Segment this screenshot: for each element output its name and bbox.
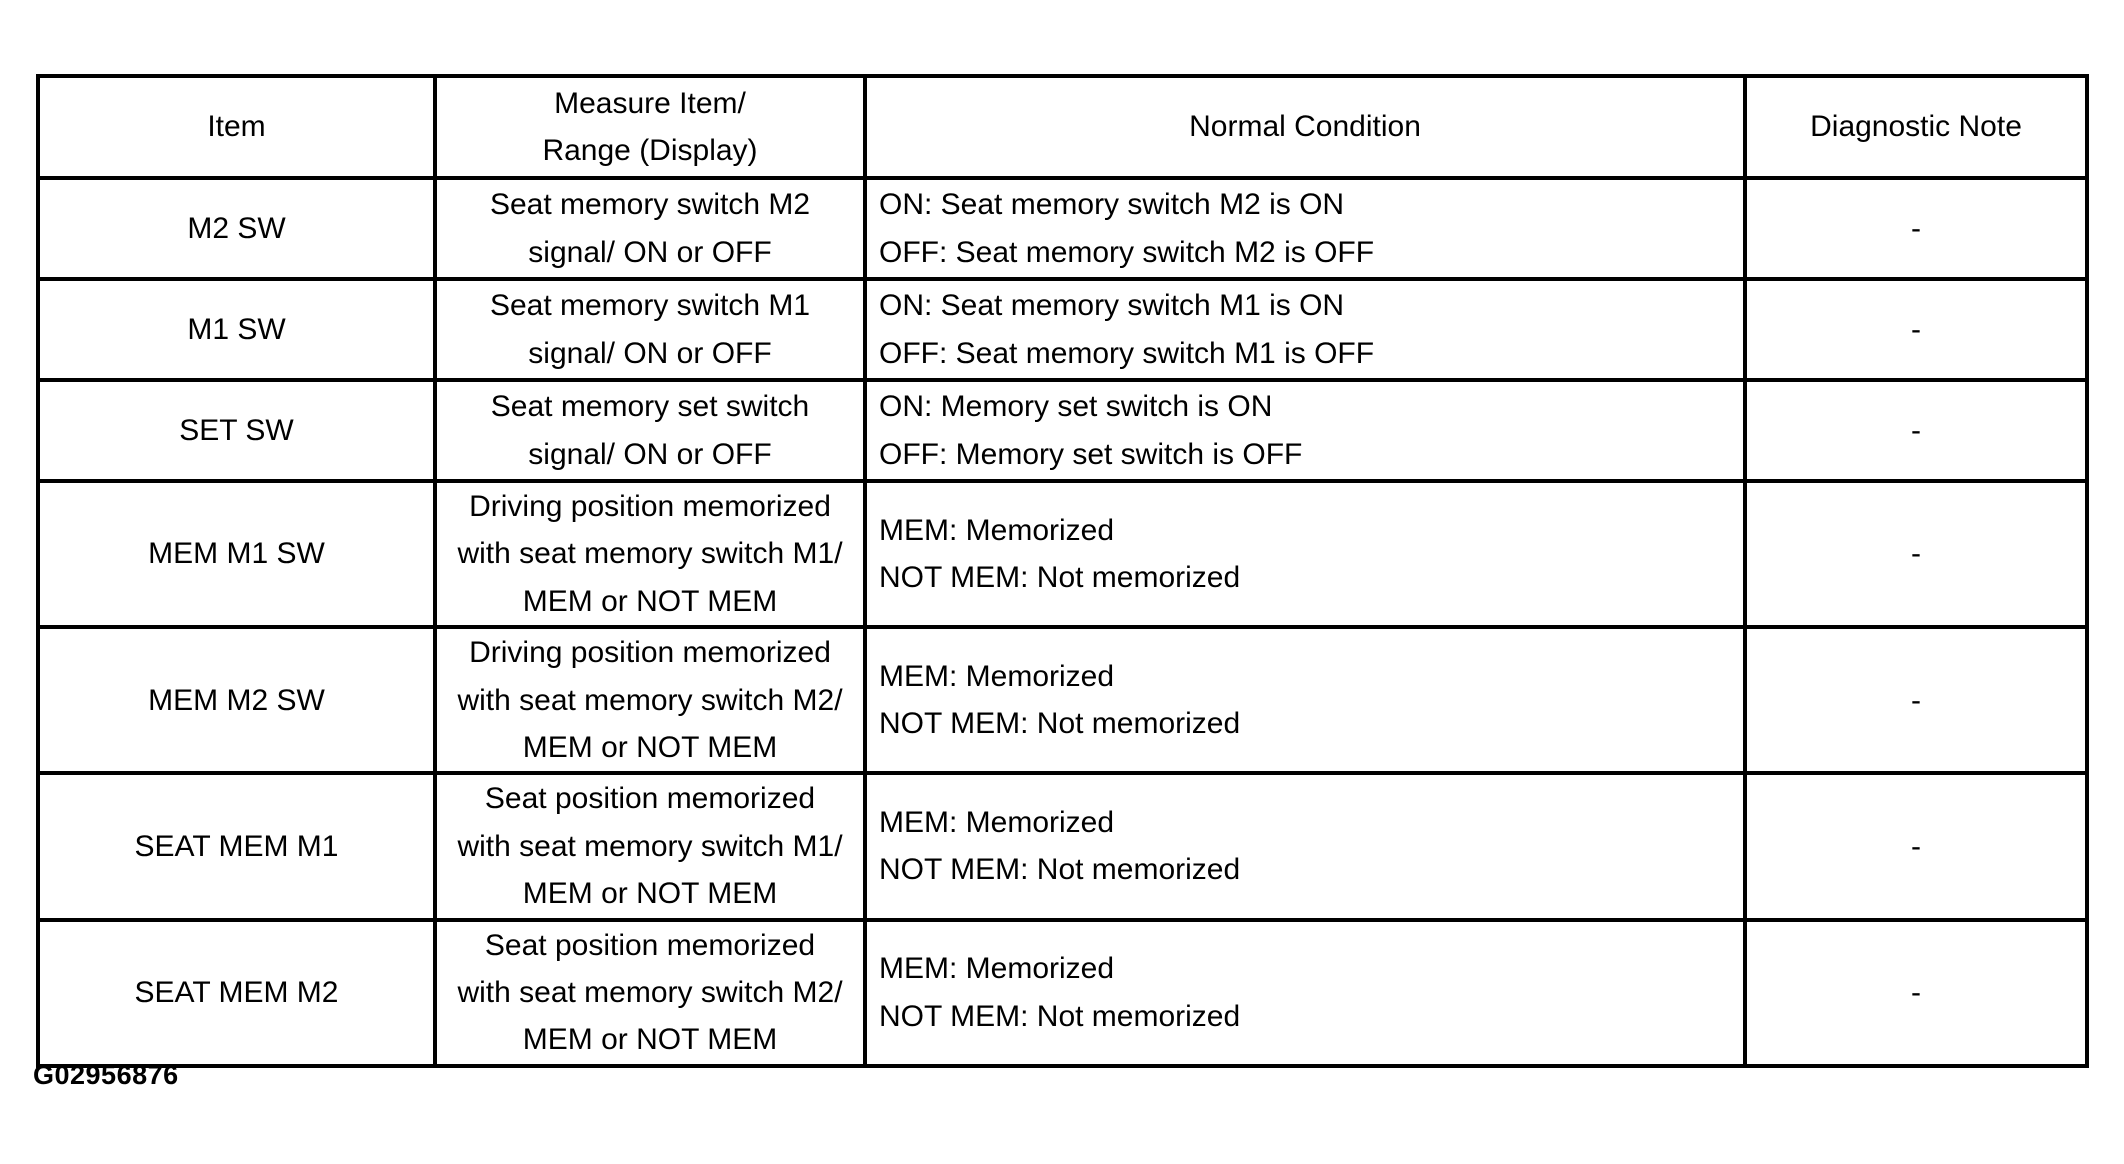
measure-item-range-cell: Seat memory switch M2 signal/ ON or OFF (433, 176, 867, 281)
diagnostic-note-cell: - (1743, 917, 2089, 1068)
item-cell: SEAT MEM M1 (36, 771, 437, 922)
diagnostic-note-cell: - (1743, 771, 2089, 922)
normal-condition-cell: MEM: Memorized NOT MEM: Not memorized (863, 625, 1747, 776)
column-header-measure-item-range: Measure Item/ Range (Display) (433, 74, 867, 180)
item-cell: M2 SW (36, 176, 437, 281)
column-header-normal-condition: Normal Condition (863, 74, 1747, 180)
normal-condition-cell: MEM: Memorized NOT MEM: Not memorized (863, 771, 1747, 922)
normal-condition-cell: MEM: Memorized NOT MEM: Not memorized (863, 478, 1747, 630)
diagnostic-note-cell: - (1743, 277, 2089, 382)
diagnostic-note-cell: - (1743, 378, 2089, 483)
item-cell: SET SW (36, 378, 437, 483)
item-cell: SEAT MEM M2 (36, 917, 437, 1068)
table-row: SEAT MEM M2 Seat position memorized with… (36, 917, 2089, 1068)
item-cell: M1 SW (36, 277, 437, 382)
measure-item-range-cell: Driving position memorized with seat mem… (433, 625, 867, 776)
table-row: SEAT MEM M1 Seat position memorized with… (36, 771, 2089, 922)
table-row: M2 SW Seat memory switch M2 signal/ ON o… (36, 176, 2089, 281)
item-cell: MEM M1 SW (36, 478, 437, 630)
table-body: M2 SW Seat memory switch M2 signal/ ON o… (36, 176, 2089, 1068)
table-row: M1 SW Seat memory switch M1 signal/ ON o… (36, 277, 2089, 382)
table-row: MEM M1 SW Driving position memorized wit… (36, 478, 2089, 630)
column-header-diagnostic-note: Diagnostic Note (1743, 74, 2089, 180)
table-row: SET SW Seat memory set switch signal/ ON… (36, 378, 2089, 483)
measure-item-range-cell: Seat position memorized with seat memory… (433, 771, 867, 922)
measure-item-range-cell: Seat position memorized with seat memory… (433, 917, 867, 1068)
measure-item-range-cell: Driving position memorized with seat mem… (433, 478, 867, 630)
figure-id: G02956876 (33, 1060, 179, 1090)
normal-condition-cell: ON: Memory set switch is ON OFF: Memory … (863, 378, 1747, 483)
measure-item-range-cell: Seat memory switch M1 signal/ ON or OFF (433, 277, 867, 382)
normal-condition-cell: ON: Seat memory switch M1 is ON OFF: Sea… (863, 277, 1747, 382)
data-monitor-table: Item Measure Item/ Range (Display) Norma… (36, 74, 2089, 1068)
normal-condition-cell: ON: Seat memory switch M2 is ON OFF: Sea… (863, 176, 1747, 281)
diagnostic-note-cell: - (1743, 176, 2089, 281)
table-row: MEM M2 SW Driving position memorized wit… (36, 625, 2089, 776)
item-cell: MEM M2 SW (36, 625, 437, 776)
normal-condition-cell: MEM: Memorized NOT MEM: Not memorized (863, 917, 1747, 1068)
table-header-row: Item Measure Item/ Range (Display) Norma… (36, 74, 2089, 180)
diagnostic-note-cell: - (1743, 625, 2089, 776)
measure-item-range-cell: Seat memory set switch signal/ ON or OFF (433, 378, 867, 483)
column-header-item: Item (36, 74, 437, 180)
diagnostic-note-cell: - (1743, 478, 2089, 630)
